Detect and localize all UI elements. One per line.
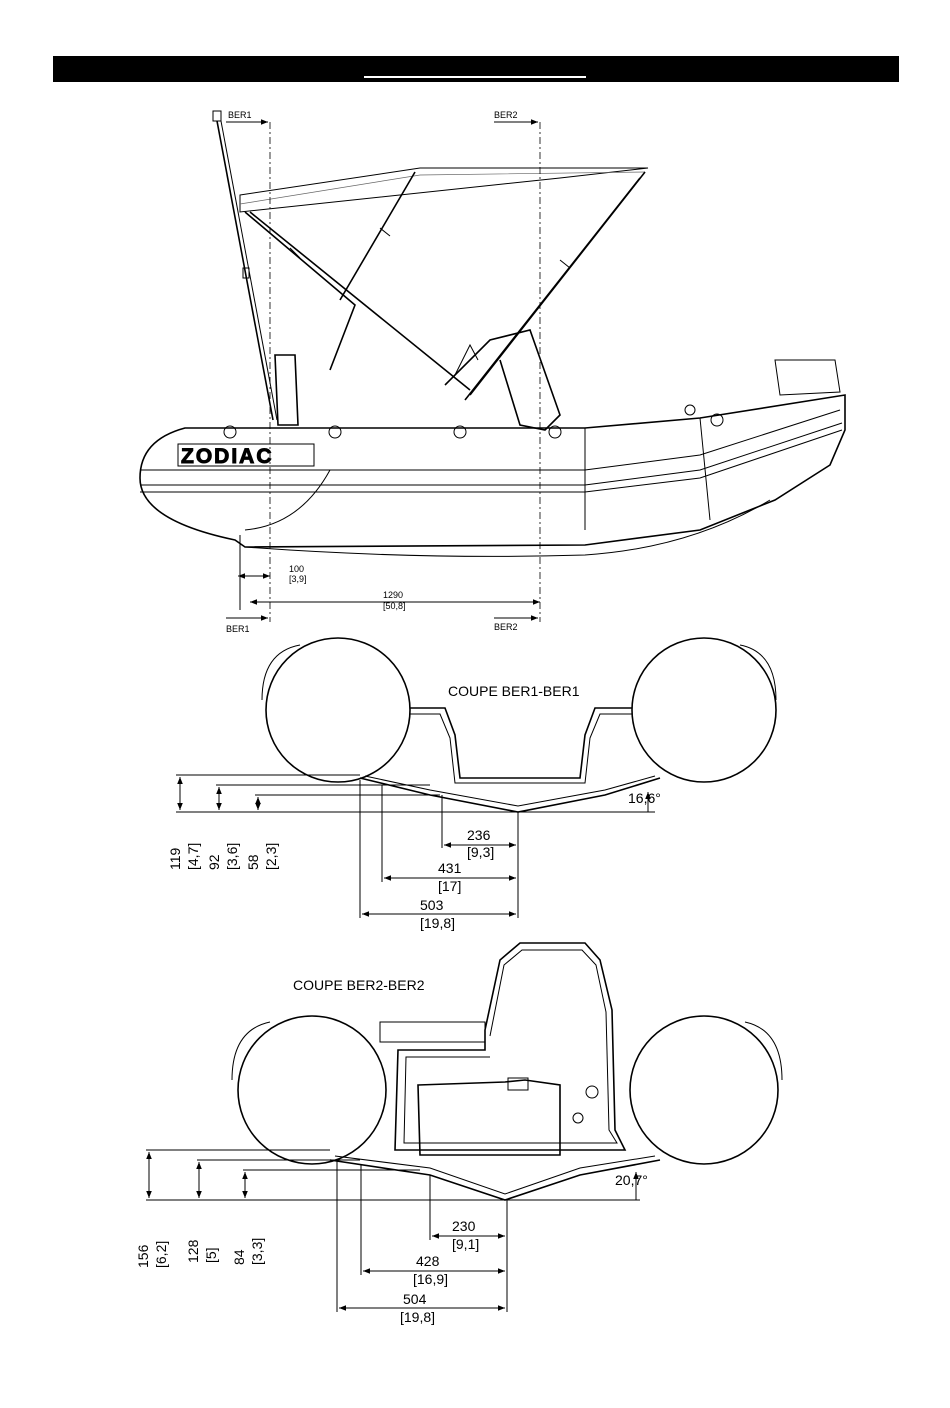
s2-width-2-in: [19,8] bbox=[400, 1309, 435, 1325]
s1-height-0-mm: 119 bbox=[167, 847, 183, 870]
bimini-top bbox=[240, 168, 648, 400]
s1-height-1-mm: 92 bbox=[206, 854, 222, 870]
s2-width-0-mm: 230 bbox=[452, 1218, 476, 1234]
s2-width-0-in: [9,1] bbox=[452, 1236, 479, 1252]
s2-width-1-mm: 428 bbox=[416, 1253, 440, 1269]
s1-height-2-mm: 58 bbox=[245, 854, 261, 870]
section-label-ber1-top: BER1 bbox=[228, 110, 252, 120]
dim-100-mm: 100 bbox=[289, 564, 304, 574]
s1-width-1-in: [17] bbox=[438, 878, 461, 894]
section2-title: COUPE BER2-BER2 bbox=[293, 977, 425, 993]
s1-width-2-in: [19,8] bbox=[420, 915, 455, 931]
brand-logo: ZODIAC bbox=[181, 445, 274, 468]
s1-height-1-in: [3,6] bbox=[224, 843, 240, 870]
dim-100-in: [3,9] bbox=[289, 574, 307, 584]
s2-height-2-mm: 84 bbox=[231, 1249, 247, 1265]
dim-1290-mm: 1290 bbox=[383, 590, 403, 600]
section-ber2: COUPE BER2-BER2 20,7° 156 [6,2] 128 [5] … bbox=[135, 943, 782, 1325]
s2-height-0-in: [6,2] bbox=[153, 1241, 169, 1268]
section-ber1: COUPE BER1-BER1 16,6° 119 [4,7] 92 [3,6]… bbox=[167, 638, 776, 931]
s1-width-0-mm: 236 bbox=[467, 827, 491, 843]
s2-width-2-mm: 504 bbox=[403, 1291, 427, 1307]
section-label-ber1-bottom: BER1 bbox=[226, 624, 250, 634]
s1-height-0-in: [4,7] bbox=[185, 843, 201, 870]
section2-angle: 20,7° bbox=[615, 1172, 648, 1188]
s1-width-0-in: [9,3] bbox=[467, 844, 494, 860]
s1-width-2-mm: 503 bbox=[420, 897, 444, 913]
s2-height-1-mm: 128 bbox=[185, 1239, 201, 1263]
section1-angle: 16,6° bbox=[628, 790, 661, 806]
s1-width-1-mm: 431 bbox=[438, 860, 462, 876]
s1-height-2-in: [2,3] bbox=[263, 843, 279, 870]
side-view: ZODIAC BER1 BER2 BER1 BER2 100 [3,9] 129… bbox=[140, 110, 845, 634]
section-label-ber2-top: BER2 bbox=[494, 110, 518, 120]
antenna-pole bbox=[213, 111, 277, 420]
dim-1290-in: [50,8] bbox=[383, 601, 406, 611]
s2-height-0-mm: 156 bbox=[135, 1244, 151, 1268]
s2-height-1-in: [5] bbox=[203, 1247, 219, 1263]
console bbox=[275, 330, 560, 430]
section1-title: COUPE BER1-BER1 bbox=[448, 683, 580, 699]
section-label-ber2-bottom: BER2 bbox=[494, 622, 518, 632]
s2-width-1-in: [16,9] bbox=[413, 1271, 448, 1287]
s2-height-2-in: [3,3] bbox=[249, 1238, 265, 1265]
